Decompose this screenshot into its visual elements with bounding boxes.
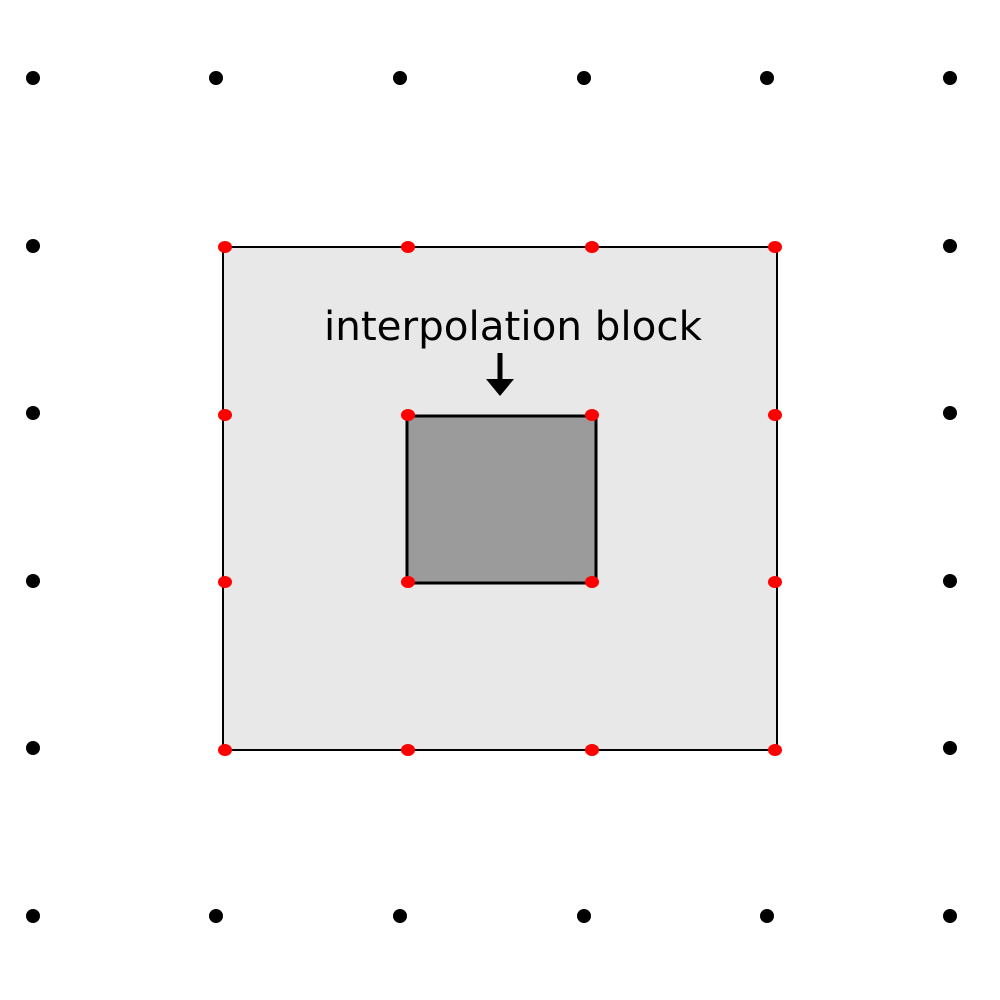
grid-point — [943, 574, 957, 588]
grid-point — [943, 406, 957, 420]
grid-point — [209, 71, 223, 85]
grid-point — [26, 239, 40, 253]
grid-point — [26, 406, 40, 420]
interpolation-block-square — [405, 414, 598, 585]
neighborhood-point — [218, 576, 232, 588]
grid-point — [943, 239, 957, 253]
grid-point — [393, 71, 407, 85]
neighborhood-point — [585, 744, 599, 756]
neighborhood-point — [768, 241, 782, 253]
grid-point — [943, 741, 957, 755]
neighborhood-point — [585, 241, 599, 253]
neighborhood-point — [218, 744, 232, 756]
neighborhood-point — [218, 409, 232, 421]
neighborhood-point — [585, 576, 599, 588]
arrow-down-icon — [486, 353, 514, 396]
neighborhood-points — [218, 241, 782, 756]
neighborhood-point — [401, 241, 415, 253]
neighborhood-point — [401, 744, 415, 756]
neighborhood-point — [585, 409, 599, 421]
neighborhood-point — [401, 576, 415, 588]
neighborhood-point — [768, 576, 782, 588]
arrow-head — [486, 379, 514, 396]
neighborhood-point — [218, 241, 232, 253]
grid-points — [26, 71, 957, 923]
grid-point — [209, 909, 223, 923]
grid-point — [760, 909, 774, 923]
grid-point — [577, 71, 591, 85]
neighborhood-point — [401, 409, 415, 421]
grid-point — [26, 574, 40, 588]
grid-point — [26, 741, 40, 755]
grid-point — [943, 909, 957, 923]
grid-point — [393, 909, 407, 923]
grid-point — [760, 71, 774, 85]
grid-point — [943, 71, 957, 85]
annotation-label: interpolation block — [324, 304, 703, 350]
grid-point — [26, 909, 40, 923]
neighborhood-point — [768, 409, 782, 421]
grid-point — [26, 71, 40, 85]
neighborhood-point — [768, 744, 782, 756]
grid-point — [577, 909, 591, 923]
